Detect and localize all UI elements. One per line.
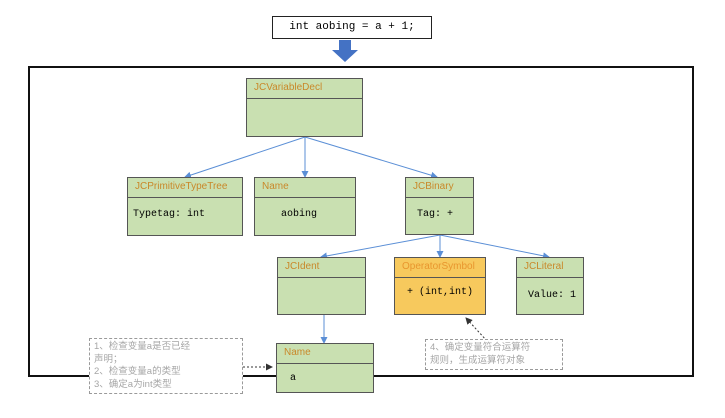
node-jcbinary: JCBinary Tag: + [405,177,474,235]
node-value: aobing [281,209,318,220]
node-jcvariabledecl: JCVariableDecl [246,78,363,137]
node-operatorsymbol: OperatorSymbol + (int,int) [394,257,486,315]
note-line: 4、确定变量符合运算符 [430,342,531,353]
edge-binary-literal [439,234,550,260]
node-value: a [290,373,297,384]
node-value: Tag: + [417,209,454,220]
node-title: JCVariableDecl [247,79,362,99]
node-title: JCBinary [406,178,473,198]
note-line: 规则，生成运算符对象 [430,354,526,366]
edge-vardecl-primitive [184,136,306,179]
node-title: JCIdent [278,258,365,278]
note-right-arrow [465,317,488,342]
note-line: 2、检查变量a的类型 [94,366,181,377]
edge-vardecl-binary [304,136,438,179]
node-jcident: JCIdent [277,257,366,315]
note-operator-check: 4、确定变量符合运算符 规则，生成运算符对象 [425,339,563,370]
edge-binary-ident [320,234,441,260]
code-snippet: int aobing = a + 1; [272,16,432,39]
node-value: + (int,int) [407,287,474,298]
node-jcprimitivetypetree: JCPrimitiveTypeTree Typetag: int [127,177,243,236]
note-line: 声明； [94,353,123,365]
note-line: 1、检查变量a是否已经 [94,341,191,352]
node-title: JCLiteral [517,258,583,278]
node-name-bottom: Name a [276,343,374,393]
note-line: 3、确定a为int类型 [94,378,172,390]
node-title: JCPrimitiveTypeTree [128,178,242,198]
node-title: Name [277,344,373,364]
node-title: Name [255,178,355,198]
down-arrow-icon [332,40,358,62]
node-jcliteral: JCLiteral Value: 1 [516,257,584,315]
node-name-top: Name aobing [254,177,356,236]
node-title: OperatorSymbol [395,258,485,278]
note-ident-checks: 1、检查变量a是否已经 声明； 2、检查变量a的类型 3、确定a为int类型 [89,338,243,394]
node-value: Value: 1 [528,290,577,301]
node-value: Typetag: int [133,209,206,220]
